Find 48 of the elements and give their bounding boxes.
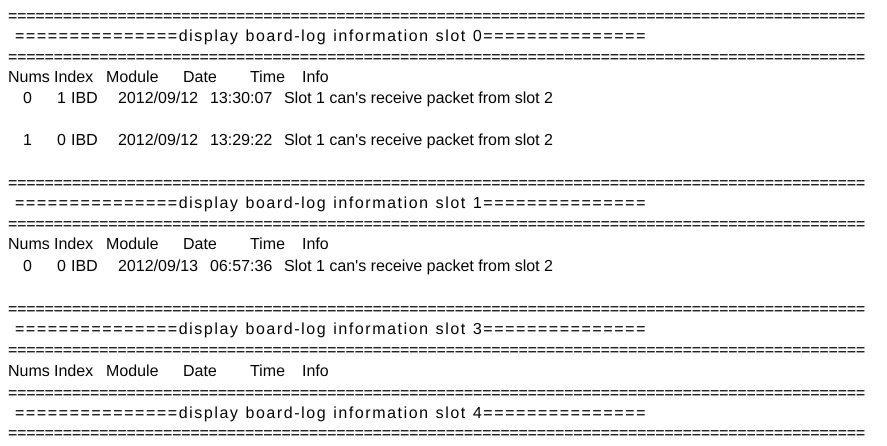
separator-line: ============================================================================================== — [8, 216, 866, 234]
column-header: Module — [106, 236, 158, 254]
separator-line: ============================================================================================== — [8, 49, 866, 67]
column-header: Date — [183, 363, 217, 381]
log-cell: Slot 1 can's receive packet from slot 2 — [284, 258, 553, 276]
separator-line: ============================================================================================== — [8, 425, 866, 443]
section-heading: ===============display board-log information slot 4=============== — [15, 405, 647, 423]
section-heading: ===============display board-log information slot 0=============== — [15, 28, 647, 46]
column-header: Time — [250, 363, 285, 381]
column-header: Nums — [8, 363, 50, 381]
column-header: Index — [54, 69, 94, 87]
column-header: Module — [106, 69, 158, 87]
log-cell: 2012/09/12 — [118, 90, 198, 108]
separator-line: ============================================================================================== — [8, 385, 866, 403]
log-cell: 13:29:22 — [210, 132, 272, 150]
log-cell: 1 — [57, 90, 66, 108]
log-cell: Slot 1 can's receive packet from slot 2 — [284, 132, 553, 150]
log-cell: 06:57:36 — [210, 258, 272, 276]
log-cell: IBD — [71, 258, 98, 276]
column-header: Nums — [8, 69, 50, 87]
column-header: Index — [54, 236, 94, 254]
log-cell: IBD — [71, 90, 98, 108]
column-header: Info — [302, 69, 329, 87]
column-header: Date — [183, 69, 217, 87]
separator-line: ============================================================================================== — [8, 8, 866, 26]
log-cell: Slot 1 can's receive packet from slot 2 — [284, 90, 553, 108]
column-header: Time — [250, 69, 285, 87]
log-cell: 0 — [57, 132, 66, 150]
log-cell: 0 — [23, 90, 32, 108]
column-header: Index — [54, 363, 94, 381]
column-header: Time — [250, 236, 285, 254]
log-cell: 1 — [23, 132, 32, 150]
separator-line: ============================================================================================== — [8, 342, 866, 360]
column-header: Module — [106, 363, 158, 381]
log-cell: 2012/09/12 — [118, 132, 198, 150]
column-header: Info — [302, 236, 329, 254]
log-cell: 0 — [57, 258, 66, 276]
log-cell: 0 — [23, 258, 32, 276]
section-heading: ===============display board-log information slot 1=============== — [15, 195, 647, 213]
log-cell: 13:30:07 — [210, 90, 272, 108]
column-header: Date — [183, 236, 217, 254]
column-header: Info — [302, 363, 329, 381]
section-heading: ===============display board-log information slot 3=============== — [15, 321, 647, 339]
separator-line: ============================================================================================== — [8, 301, 866, 319]
log-cell: IBD — [71, 132, 98, 150]
separator-line: ============================================================================================== — [8, 175, 866, 193]
log-cell: 2012/09/13 — [118, 258, 198, 276]
column-header: Nums — [8, 236, 50, 254]
